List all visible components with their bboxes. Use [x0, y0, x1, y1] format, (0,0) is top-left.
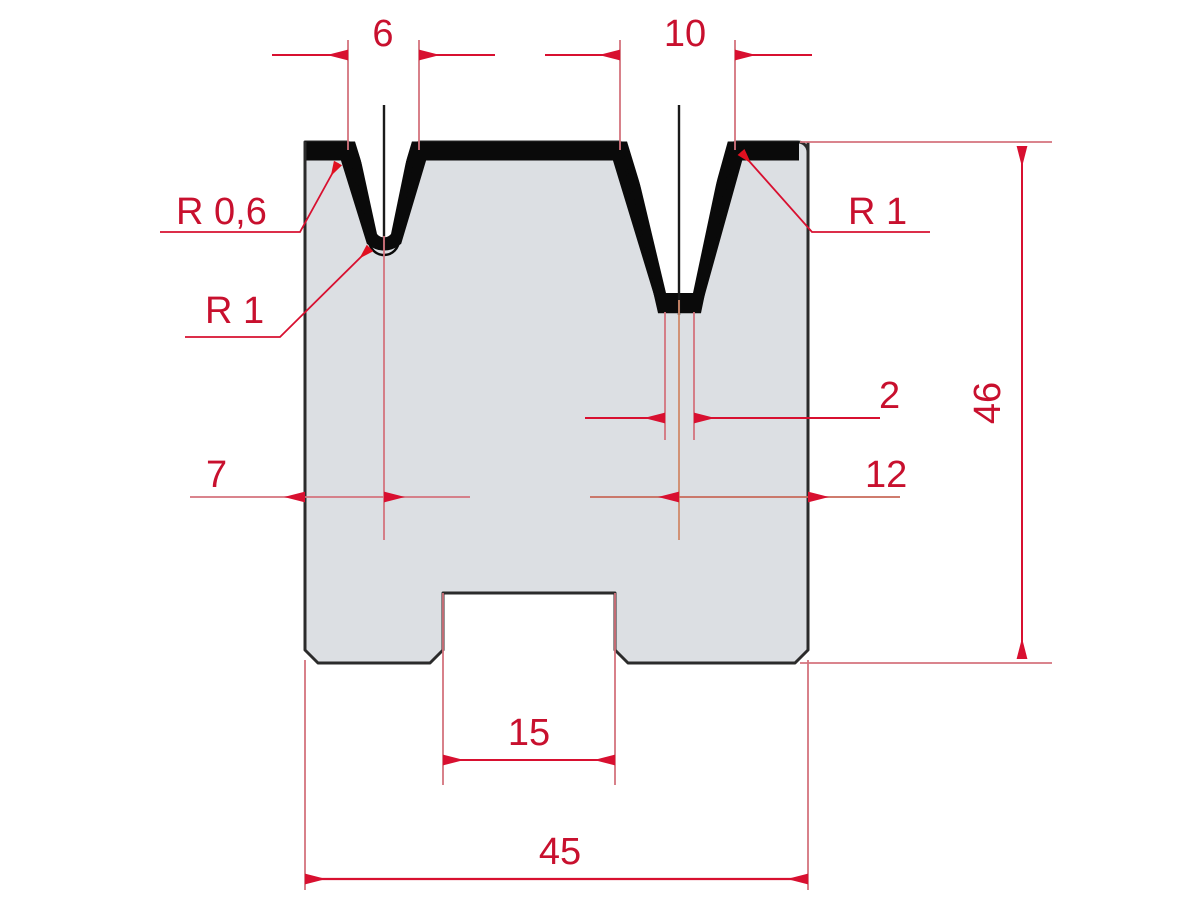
leader-line-r1-right: [737, 148, 930, 233]
hardened-surface-layer: [305, 141, 799, 312]
radius-callout-r06: R 0,6: [160, 160, 343, 233]
dimension-overall-width: 45: [304, 660, 809, 890]
radius-label-r1-right: R 1: [848, 191, 907, 233]
dimension-left-to-center: 7: [190, 454, 470, 503]
dimension-label-10: 10: [664, 13, 706, 55]
radius-label-r1-left: R 1: [205, 290, 264, 332]
dimension-center-to-right: 12: [590, 454, 907, 503]
leader-line-r1-left: [185, 244, 374, 338]
dimension-label-45: 45: [539, 831, 581, 873]
dimension-small-v-opening: 6: [272, 13, 495, 150]
dimension-large-v-flat: 2: [585, 312, 900, 440]
leader-line-r06: [160, 160, 343, 233]
large-v-void: [630, 142, 725, 293]
dimension-overall-height: 46: [800, 141, 1052, 664]
dimension-label-7: 7: [206, 454, 227, 496]
dimension-label-6: 6: [372, 13, 393, 55]
dimension-label-46: 46: [967, 382, 1009, 424]
dimension-large-v-opening: 10: [545, 13, 812, 150]
dimension-bottom-slot: 15: [442, 593, 616, 785]
dimension-label-2: 2: [879, 375, 900, 417]
dimension-label-15: 15: [508, 712, 550, 754]
radius-callout-r1-right: R 1: [737, 148, 930, 233]
die-body: [303, 140, 810, 665]
dimension-label-12: 12: [865, 454, 907, 496]
radius-label-r06: R 0,6: [176, 191, 267, 233]
radius-callout-r1-left: R 1: [185, 244, 374, 338]
